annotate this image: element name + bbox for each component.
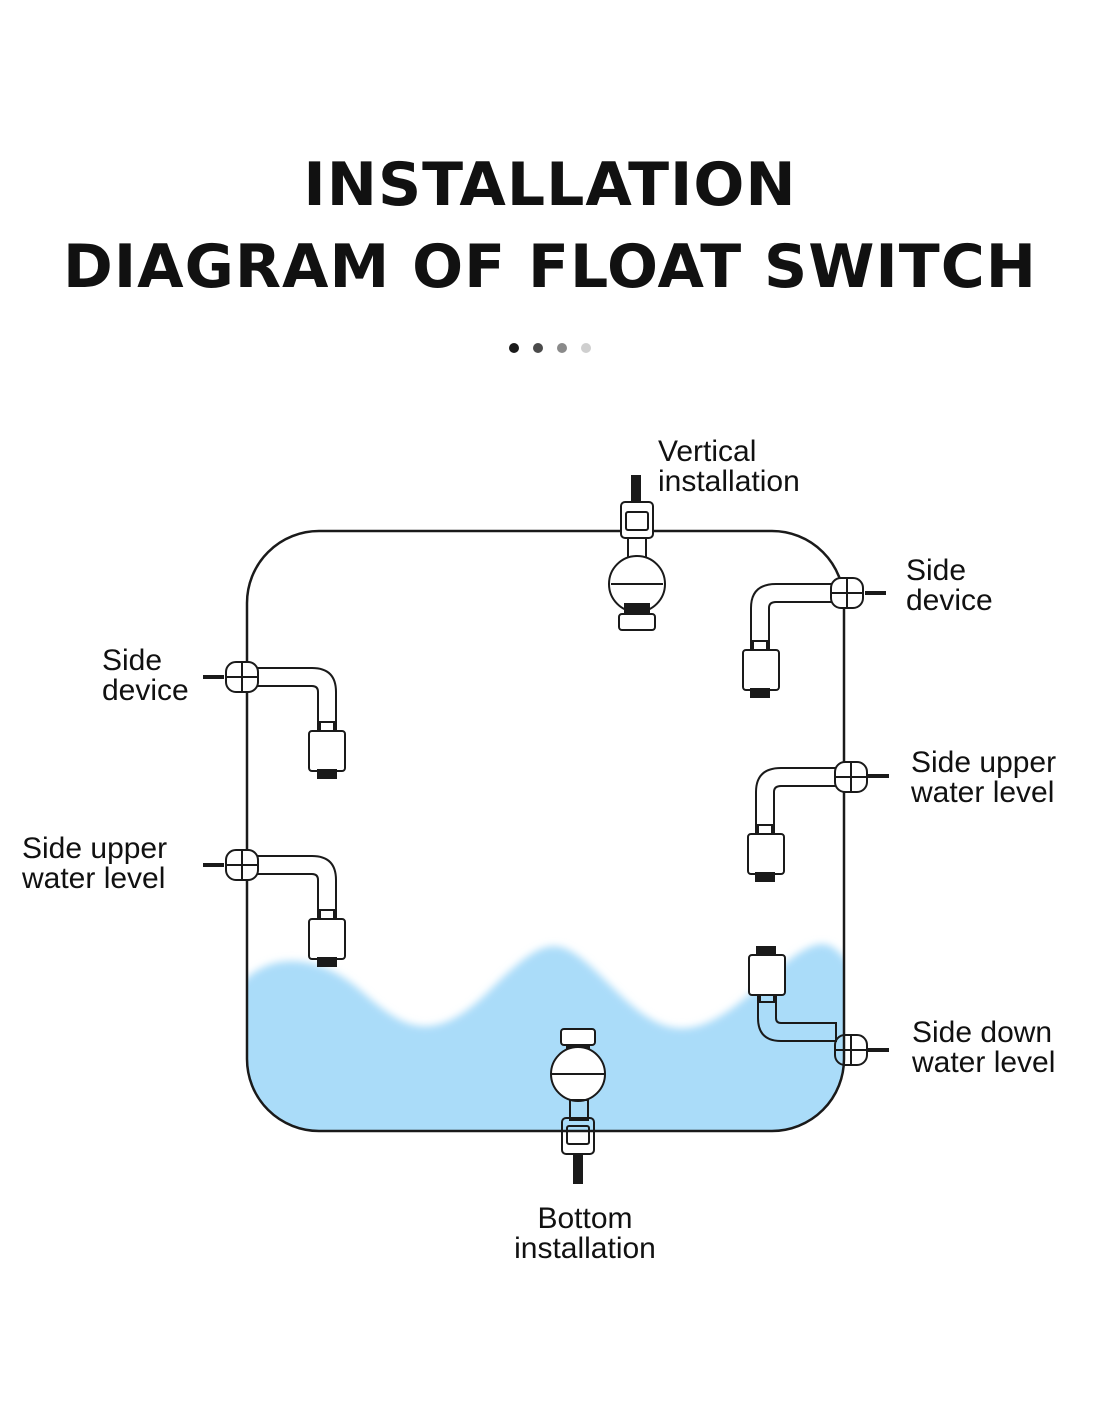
label-line: Bottom [537,1202,633,1235]
label-vertical-installation: Vertical installation [658,437,800,497]
pager-dot-1[interactable] [509,343,519,353]
water-fill [247,944,844,1131]
label-line: installation [658,465,800,498]
label-line: Vertical [658,435,757,468]
label-right-side-upper-water-level: Side upper water level [911,748,1056,808]
pager-dot-4[interactable] [581,343,591,353]
label-right-side-device: Side device [906,556,993,616]
pager-dot-3[interactable] [557,343,567,353]
bottom-float-switch [550,1028,606,1184]
label-line: Side upper [22,832,168,865]
tank-outline [245,529,846,1133]
pager-dots [0,343,1100,353]
label-line: water level [911,776,1055,809]
page-title-line-2: DIAGRAM OF FLOAT SWITCH [63,232,1037,302]
label-line: water level [912,1046,1056,1079]
right-side-down-float-switch [748,946,889,1066]
label-right-side-down-water-level: Side down water level [912,1018,1055,1078]
label-line: Side [102,644,163,677]
page-title-line-1: INSTALLATION [303,150,797,220]
label-line: device [906,584,993,617]
left-side-upper-float-switch [203,849,346,967]
label-line: device [102,674,189,707]
label-left-side-upper-water-level: Side upper water level [22,834,167,894]
label-line: Side [906,554,967,587]
label-line: water level [22,862,166,895]
label-line: Side down [912,1016,1053,1049]
right-side-device-float-switch [742,577,886,698]
pager-dot-2[interactable] [533,343,543,353]
right-side-upper-float-switch [747,761,889,882]
label-left-side-device: Side device [102,646,189,706]
vertical-float-switch [608,475,666,631]
label-bottom-installation: Bottom installation [500,1204,670,1264]
label-line: Side upper [911,746,1057,779]
left-side-device-float-switch [203,661,346,779]
label-line: installation [514,1232,656,1265]
